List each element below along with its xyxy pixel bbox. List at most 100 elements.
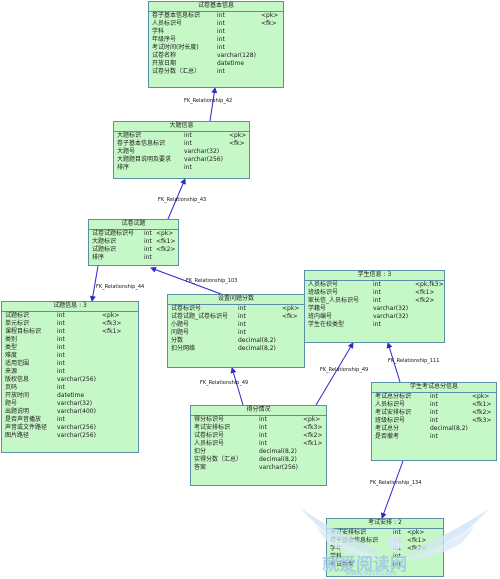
column-type: int (430, 417, 438, 424)
column-type: varchar(32) (373, 313, 409, 320)
column-type: int (144, 246, 152, 253)
entity-row: 扣分 decimal(8,2) (191, 448, 326, 456)
column-name: 学科 (152, 28, 165, 35)
entity-title: 试卷试题 (89, 220, 178, 230)
entity-row: 单元标识 int <fk3> (2, 320, 138, 328)
column-type: int (57, 344, 65, 351)
column-key: <fk1> (156, 238, 176, 245)
column-name: 开放时间 (5, 392, 30, 399)
column-key: <pk> (303, 416, 321, 423)
column-name: 大题题目说明及要求 (117, 156, 172, 163)
column-type: int (184, 164, 192, 171)
column-type: int (57, 384, 65, 391)
column-name: 卷子基本信息标识 (117, 140, 166, 147)
column-type: decimal(8,2) (259, 448, 297, 455)
column-type: int (259, 432, 267, 439)
column-key: <pk> (407, 529, 425, 536)
column-name: 考试安排标识 (330, 529, 367, 536)
column-key: <fk2> (472, 409, 492, 416)
column-name: 单元标识 (5, 320, 30, 327)
entity-row: 学科 int (149, 28, 283, 36)
column-name: 排序 (92, 254, 105, 261)
column-name: 课程目标标识 (5, 328, 42, 335)
column-key: <fk> (282, 313, 298, 320)
entity-row: 实得分数（汇总）decimal(8,2) (191, 456, 326, 464)
entity-row: 排序 int (114, 164, 249, 172)
column-name: 图片路径 (5, 432, 30, 439)
column-name: 班级标识号 (308, 289, 339, 296)
column-name: 难度 (5, 352, 18, 359)
column-type: int (393, 561, 401, 568)
column-name: 人员标识号 (375, 401, 406, 408)
column-name: 小题号 (171, 321, 190, 328)
column-name: 扣分 (194, 448, 207, 455)
column-type: int (217, 20, 225, 27)
entity-row: 开放时间 datetime (2, 392, 138, 400)
column-name: 声音或文件路径 (5, 424, 48, 431)
column-type: decimal(8,2) (259, 456, 297, 463)
column-name: 版权信息 (5, 376, 30, 383)
column-name: 大题标识 (92, 238, 117, 245)
column-name: 试卷名称 (152, 52, 177, 59)
column-type: int (430, 393, 438, 400)
column-key: <fk> (229, 140, 245, 147)
relationship-label: FK_Relationship_103 (186, 278, 238, 284)
entity-title: 试题信息 : 3 (2, 302, 138, 312)
column-name: 分数 (171, 337, 184, 344)
column-name: 出题说明 (5, 408, 30, 415)
watermark-wings-icon (300, 508, 490, 561)
column-name: 试卷试题_试卷标识号 (171, 313, 229, 320)
column-type: int (57, 320, 65, 327)
column-type: int (259, 424, 267, 431)
entity-row: 分数 decimal(8,2) (168, 337, 304, 345)
column-name: 大题标识 (117, 132, 142, 139)
column-name: 排序 (117, 164, 130, 171)
column-key: <pk> (472, 393, 490, 400)
column-name: 页码 (5, 384, 18, 391)
column-type: datetime (57, 392, 85, 399)
relation-line-111 (386, 342, 401, 383)
column-name: 问题号 (171, 329, 190, 336)
column-key: <fk3> (102, 320, 122, 327)
relationship-label: FK_Relationship_44 (96, 284, 145, 290)
column-type: int (217, 28, 225, 35)
column-name: 试卷分数（汇总） (152, 68, 201, 75)
relationship-label: FK_Relationship_43 (158, 197, 207, 203)
column-key: <fk2> (415, 297, 435, 304)
column-name: 试卷试题标识号 (92, 230, 135, 237)
column-key: <fk3> (472, 417, 492, 424)
column-name: 考试安排标识 (375, 409, 412, 416)
column-type: int (217, 12, 225, 19)
column-type: decimal(8,2) (238, 337, 276, 344)
column-type: int (259, 440, 267, 447)
column-name: 试题标识 (5, 312, 30, 319)
